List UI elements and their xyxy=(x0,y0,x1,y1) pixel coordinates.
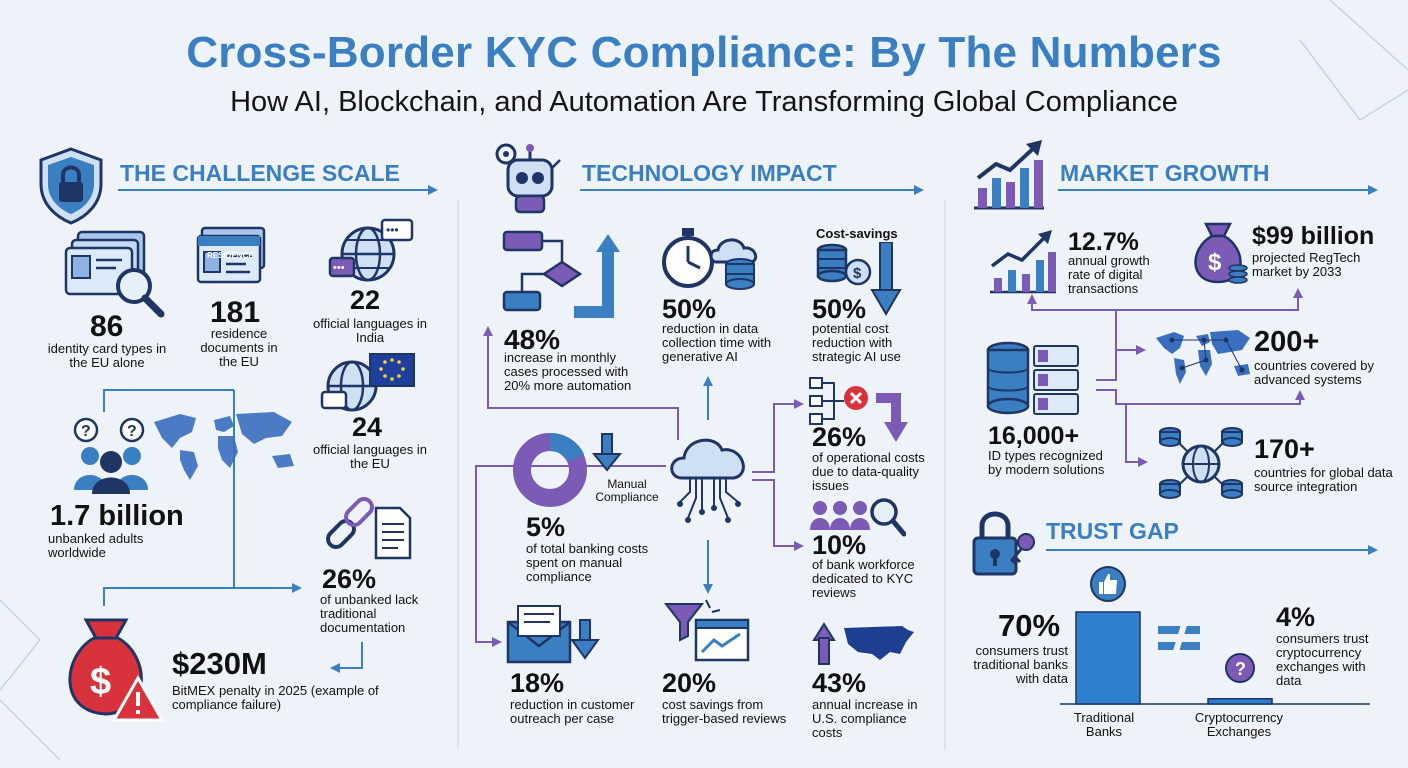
globe-eu-flag-icon xyxy=(320,353,415,412)
stat-value: 170+ xyxy=(1254,434,1315,464)
stat-caption: projected RegTech market by 2033 xyxy=(1252,250,1361,279)
workflow-arrow-icon xyxy=(502,230,620,318)
stat-value: 12.7% xyxy=(1068,228,1139,256)
digital-transactions-chart-icon xyxy=(990,230,1056,294)
svg-text:•••: ••• xyxy=(386,223,399,237)
id-cards-magnifier-icon xyxy=(64,230,165,318)
page-title: Cross-Border KYC Compliance: By The Numb… xyxy=(186,28,1222,77)
stat-value: 10% xyxy=(812,530,867,560)
stat-value: 5% xyxy=(526,512,566,542)
stat-caption: annual growth rate of digital transactio… xyxy=(1068,253,1150,296)
svg-text:$: $ xyxy=(1208,249,1222,276)
stat-caption: official languages in India xyxy=(313,316,427,345)
broken-chain-document-icon xyxy=(326,497,412,560)
stat-caption: countries for global data source integra… xyxy=(1254,465,1393,494)
bar-traditional-banks xyxy=(1075,611,1141,705)
envelope-down-icon xyxy=(506,605,600,664)
stat-caption: unbanked adults worldwide xyxy=(48,531,144,560)
not-equal-icon xyxy=(1158,617,1200,659)
stat-value: 20% xyxy=(662,668,717,698)
stat-value-banks: 70% xyxy=(998,608,1061,643)
stat-caption: of unbanked lack traditional documentati… xyxy=(320,592,419,635)
data-error-icon xyxy=(809,377,908,442)
stat-value: 86 xyxy=(90,310,124,343)
stat-caption: identity card types in the EU alone xyxy=(47,341,167,370)
stat-value: 26% xyxy=(322,564,377,594)
stat-value: 26% xyxy=(812,422,867,452)
stat-caption: countries covered by advanced systems xyxy=(1254,358,1374,387)
section-heading-challenge: THE CHALLENGE SCALE xyxy=(120,160,400,186)
question-mark-icon: ? xyxy=(1225,653,1255,683)
cost-savings-label: Cost-savings xyxy=(816,226,898,241)
donut-chart-down-icon xyxy=(513,433,623,507)
stat-caption: of total banking costs spent on manual c… xyxy=(526,541,649,584)
section-heading-technology: TECHNOLOGY IMPACT xyxy=(582,160,837,186)
stat-value: 50% xyxy=(662,294,717,324)
growth-chart-icon xyxy=(974,140,1044,210)
bar-cryptocurrency-exchanges xyxy=(1207,697,1273,705)
money-bag-icon: $ xyxy=(1194,222,1248,284)
stat-caption: ID types recognized by modern solutions xyxy=(988,448,1105,477)
up-arrow-us-map-icon xyxy=(812,622,914,665)
svg-text:$: $ xyxy=(853,265,862,282)
bar-label-banks: Traditional Banks xyxy=(1073,710,1135,739)
stat-value: $99 billion xyxy=(1252,222,1375,250)
stat-value: $230M xyxy=(172,646,267,681)
stat-caption: of bank workforce dedicated to KYC revie… xyxy=(812,557,915,600)
padlock-key-icon xyxy=(972,511,1035,576)
stat-caption: annual increase in U.S. compliance costs xyxy=(812,697,918,740)
svg-text:$: $ xyxy=(90,661,111,703)
stat-caption: increase in monthly cases processed with… xyxy=(504,350,632,393)
stat-value: 50% xyxy=(812,294,867,324)
globe-network-icon xyxy=(1159,427,1243,499)
globe-chat-icon: ••• ••• xyxy=(328,218,414,282)
workforce-search-icon xyxy=(810,498,906,537)
bar-label-crypto: Cryptocurrency Exchanges xyxy=(1194,710,1284,739)
robot-gear-icon xyxy=(495,143,561,214)
stopwatch-cloud-database-icon xyxy=(662,228,758,290)
stat-caption: residence documents in the EU xyxy=(200,326,278,369)
money-bag-warning-icon: $ xyxy=(68,618,164,722)
stat-caption-banks: consumers trust traditional banks with d… xyxy=(973,643,1068,686)
stat-value: 24 xyxy=(352,412,383,442)
trust-gap-bar-chart: ? xyxy=(1060,566,1370,705)
svg-text:?: ? xyxy=(81,423,91,440)
svg-text:?: ? xyxy=(127,423,137,440)
svg-text:•••: ••• xyxy=(333,262,345,274)
thumbs-up-icon xyxy=(1090,566,1126,602)
stat-value: 43% xyxy=(812,668,867,698)
world-map-pins-icon xyxy=(1156,330,1250,384)
stat-value: 1.7 billion xyxy=(50,500,184,532)
stat-caption: reduction in customer outreach per case xyxy=(510,697,635,726)
stat-value: 181 xyxy=(210,296,261,329)
stat-value: 16,000+ xyxy=(988,422,1080,450)
shield-lock-icon xyxy=(39,147,103,225)
manual-compliance-label: Manual Compliance xyxy=(595,477,659,504)
world-map-icon xyxy=(154,412,294,480)
stat-caption: official languages in the EU xyxy=(313,442,427,471)
coins-down-arrow-icon: $ xyxy=(816,242,902,316)
stat-caption: potential cost reduction with strategic … xyxy=(812,321,901,364)
stat-value: 18% xyxy=(510,668,565,698)
section-heading-trust: TRUST GAP xyxy=(1046,518,1179,544)
stat-caption: reduction in data collection time with g… xyxy=(662,321,772,364)
section-heading-market: MARKET GROWTH xyxy=(1060,160,1270,186)
stat-value: 48% xyxy=(504,324,561,355)
residence-card-label: RESIDENCE xyxy=(207,251,254,260)
stat-caption: BitMEX penalty in 2025 (example of compl… xyxy=(172,683,379,712)
page-subtitle: How AI, Blockchain, and Automation Are T… xyxy=(230,86,1178,118)
stat-caption-crypto: consumers trust cryptocurrency exchanges… xyxy=(1276,631,1369,688)
stat-caption: of operational costs due to data-quality… xyxy=(812,450,925,493)
stat-value: 22 xyxy=(350,285,381,315)
stat-value: 200+ xyxy=(1254,326,1320,358)
people-question-icon: ? ? xyxy=(73,417,148,494)
database-id-cards-icon xyxy=(986,341,1079,415)
svg-text:?: ? xyxy=(1235,659,1246,679)
residence-card-icon xyxy=(196,226,266,284)
cloud-circuit-icon xyxy=(670,438,745,523)
funnel-chart-icon xyxy=(663,599,750,662)
stat-value-crypto: 4% xyxy=(1276,602,1316,632)
stat-caption: cost savings from trigger-based reviews xyxy=(662,697,787,726)
